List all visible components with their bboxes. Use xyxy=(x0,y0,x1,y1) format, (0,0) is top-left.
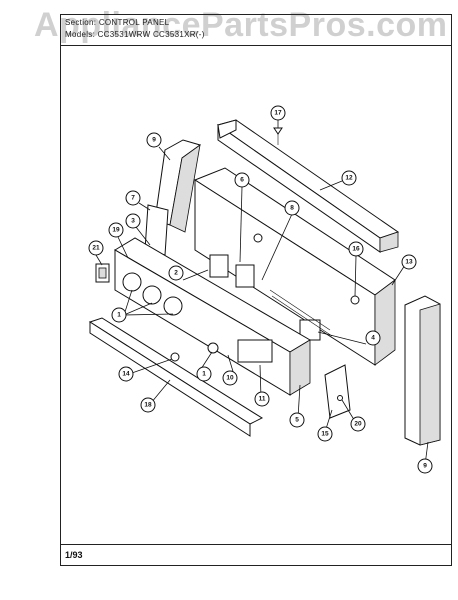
callout-1-upper: 1 xyxy=(111,307,127,323)
screw-part xyxy=(273,127,283,145)
callout-6: 6 xyxy=(234,172,250,188)
page-date: 1/93 xyxy=(65,550,83,560)
svg-text:19: 19 xyxy=(112,227,120,234)
svg-text:8: 8 xyxy=(290,205,294,212)
svg-text:13: 13 xyxy=(405,259,413,266)
top-brace-part xyxy=(216,119,400,253)
svg-text:20: 20 xyxy=(354,421,362,428)
svg-text:21: 21 xyxy=(92,245,100,252)
callout-12: 12 xyxy=(341,170,357,186)
callout-17: 17 xyxy=(270,105,286,121)
callout-11: 11 xyxy=(254,391,270,407)
callout-13: 13 xyxy=(401,254,417,270)
trim-strip-part xyxy=(88,317,264,437)
switch-part xyxy=(95,263,110,283)
callout-19: 19 xyxy=(108,222,124,238)
callout-2: 2 xyxy=(168,265,184,281)
callout-8: 8 xyxy=(284,200,300,216)
callout-21: 21 xyxy=(88,240,104,256)
callout-20: 20 xyxy=(350,416,366,432)
callout-5: 5 xyxy=(289,412,305,428)
header-divider xyxy=(61,45,451,46)
svg-text:3: 3 xyxy=(131,218,135,225)
svg-text:12: 12 xyxy=(345,175,353,182)
svg-text:17: 17 xyxy=(274,110,282,117)
parts-diagram-sheet: Section: CONTROL PANEL Models: CC3531WRW… xyxy=(60,14,452,566)
svg-text:10: 10 xyxy=(226,375,234,382)
callout-16: 16 xyxy=(348,241,364,257)
right-end-cap-part xyxy=(404,295,441,446)
svg-text:4: 4 xyxy=(371,335,375,342)
svg-text:9: 9 xyxy=(423,463,427,470)
svg-text:1: 1 xyxy=(202,371,206,378)
callout-7: 7 xyxy=(125,190,141,206)
callout-10: 10 xyxy=(222,370,238,386)
svg-text:11: 11 xyxy=(259,396,266,403)
callout-15: 15 xyxy=(317,426,333,442)
callout-3: 3 xyxy=(125,213,141,229)
svg-text:9: 9 xyxy=(152,137,156,144)
svg-text:1: 1 xyxy=(117,312,121,319)
footer-divider xyxy=(61,544,451,545)
svg-text:18: 18 xyxy=(144,402,152,409)
control-housing-part xyxy=(193,167,396,366)
callout-1-lower: 1 xyxy=(196,366,212,382)
svg-text:16: 16 xyxy=(352,246,360,253)
leader-lines xyxy=(95,120,429,466)
watermark: AppliancePartsPros.com xyxy=(34,6,448,44)
control-panel-part xyxy=(114,237,311,396)
svg-text:5: 5 xyxy=(295,417,299,424)
callout-18: 18 xyxy=(140,397,156,413)
callout-4: 4 xyxy=(365,330,381,346)
callout-14: 14 xyxy=(118,366,134,382)
callout-9-bottom: 9 xyxy=(417,458,433,474)
mounting-bracket-part xyxy=(324,364,351,419)
svg-text:15: 15 xyxy=(321,431,329,438)
model-numbers: Models: CC3531WRW CC3531XR(-) xyxy=(65,30,205,39)
callout-9-top: 9 xyxy=(146,132,162,148)
svg-text:6: 6 xyxy=(240,177,244,184)
svg-text:14: 14 xyxy=(122,371,130,378)
svg-text:2: 2 xyxy=(174,270,178,277)
section-title: Section: CONTROL PANEL xyxy=(65,18,170,27)
svg-text:7: 7 xyxy=(131,195,135,202)
